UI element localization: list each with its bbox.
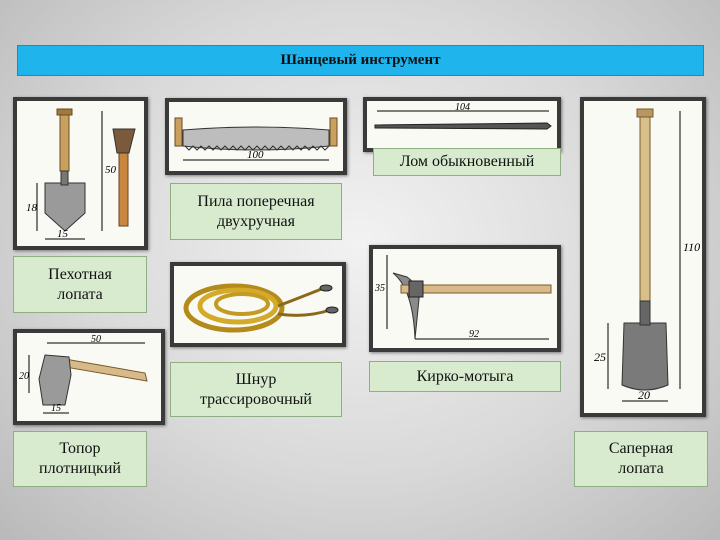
dim-saw-length: 100 [247,149,264,161]
label-pickaxe: Кирко-мотыга [369,361,561,392]
dim-pick-height: 35 [374,283,385,294]
sapper-shovel-image: 110 25 20 [580,97,706,417]
label-infantry-shovel: Пехотная лопата [13,256,147,313]
dim-pick-length: 92 [469,329,479,340]
label-sapper-shovel: Саперная лопата [574,431,708,487]
dim-sapper-blade-h: 25 [594,350,606,364]
dim-axe-height: 20 [19,371,29,382]
label-tracing-cord: Шнур трассировочный [170,362,342,417]
carpenter-axe-image: 50 20 15 [13,329,165,425]
label-two-handed-saw: Пила поперечная двухручная [170,183,342,240]
dim-axe-width: 15 [51,403,61,414]
dim-axe-length: 50 [91,334,101,345]
dim-shovel-height: 50 [105,164,117,176]
dim-sapper-total: 110 [683,240,700,254]
infantry-shovel-image: 50 18 15 [13,97,148,250]
slide-title: Шанцевый инструмент [17,45,704,76]
dim-sapper-blade-w: 20 [638,388,650,402]
dim-shovel-blade-w: 15 [57,228,69,240]
two-handed-saw-image: 100 [165,98,347,175]
label-crowbar: Лом обыкновенный [373,148,561,176]
pickaxe-image: 35 92 [369,245,561,352]
crowbar-image: 104 [363,97,561,152]
label-carpenter-axe: Топор плотницкий [13,431,147,487]
dim-shovel-blade-h: 18 [26,202,38,214]
dim-crowbar-length: 104 [455,102,470,113]
tracing-cord-image [170,262,346,347]
